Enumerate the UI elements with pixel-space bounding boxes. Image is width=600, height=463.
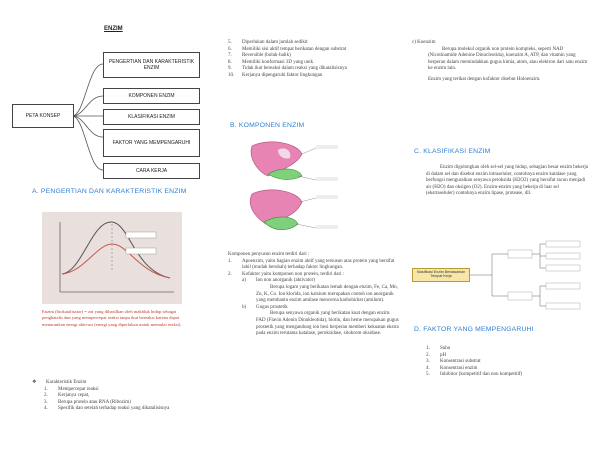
list-item: 4.Konsentrasi enzim — [426, 365, 478, 371]
list-item: 6.Memiliki sisi aktif tempat berikatan d… — [228, 46, 347, 52]
list-item: a)Ion non anorganik (aktivator) — [242, 278, 315, 284]
section-c-heading: C. KLASIFIKASI ENZIM — [414, 148, 491, 155]
list-item: 2.pH — [426, 352, 447, 358]
concept-node-pengertian: PENGERTIAN DAN KARAKTERISTIK ENZIM — [103, 52, 200, 78]
list-item: 4.Spesifik dan setelah terhadap reaksi y… — [44, 406, 170, 412]
concept-node-faktor: FAKTOR YANG MEMPENGARUHI — [103, 129, 200, 157]
energy-graph-image — [59, 221, 174, 293]
characteristics-block: ❖ Karakteristik Enzim 1.Mempercepat reak… — [32, 380, 197, 413]
concept-node-klasifikasi: KLASIFIKASI ENZIM — [103, 109, 200, 125]
energy-graph — [42, 212, 182, 304]
koenzim-label: c) Koenzim — [412, 40, 436, 45]
list-item: 5.Diperlukan dalam jumlah sedikit — [228, 40, 308, 45]
section-b-intro: Komponen penyusun enzim terdiri dari : — [228, 252, 310, 257]
list-item: 3.Berupa protein atau RNA (Ribozim) — [44, 399, 131, 405]
classification-diagram: Klasifikasi Enzim Berdasarkan Tempat Ker… — [412, 240, 592, 310]
classification-branches — [470, 240, 581, 310]
paragraph: Berupa logam yang berikatan lemah dengan… — [256, 284, 398, 304]
concept-node-cara-kerja: CARA KERJA — [103, 163, 200, 179]
document-title: ENZIM — [104, 26, 123, 32]
list-item: 7.Reversible (bolak-balik) — [228, 53, 291, 59]
concept-map-connectors — [71, 63, 104, 171]
concept-map-center: PETA KONSEP — [12, 104, 74, 128]
list-item: 10.Kerjanya dipengaruhi faktor lingkunga… — [228, 72, 323, 78]
section-b-body: Komponen penyusun enzim terdiri dari : 1… — [228, 252, 400, 338]
concept-node-komponen: KOMPONEN ENZIM — [103, 88, 200, 104]
list-item: 9.Tidak ikut bereaksi dalam reaksi yang … — [228, 66, 347, 72]
list-item: b)Gugus prostetik — [242, 304, 288, 310]
mid-top-list: 5.Diperlukan dalam jumlah sedikit 6.Memi… — [228, 40, 398, 80]
paragraph: Berupa senyawa organik yang berikatan ku… — [256, 311, 399, 337]
holoenzim-note: Enzim yang terikat dengan kofaktor diseb… — [428, 76, 541, 82]
factors-list: 1.Suhu 2.pH 3.Konsentrasi substrat 4.Kon… — [426, 346, 586, 379]
list-item: 8.Memiliki konformasi 3D yang unik — [228, 59, 314, 65]
list-item: 1.Mempercepat reaksi — [44, 386, 99, 392]
list-item: 2.Kofaktor yaitu komponen non protein, t… — [228, 271, 345, 277]
section-b-heading: B. KOMPONEN ENZIM — [230, 122, 305, 129]
enzyme-definition: Enzim (biokatalisator) = zat yang dihasi… — [42, 309, 182, 327]
section-c-text: Enzim digolongkan oleh sel-sel yang hidu… — [426, 165, 589, 197]
classification-root: Klasifikasi Enzim Berdasarkan Tempat Ker… — [412, 268, 470, 282]
list-item: 1.Apoenzim, yaitu bagian enzim aktif yan… — [228, 258, 395, 271]
enzyme-illustration — [249, 141, 338, 231]
list-item: 2.Kerjanya cepat, — [44, 393, 90, 399]
list-item: 1.Suhu — [426, 346, 451, 351]
section-d-heading: D. FAKTOR YANG MEMPENGARUHI — [414, 326, 534, 333]
list-item: 5.Inhibitor (kompetitif dan non kompetit… — [426, 372, 523, 378]
koenzim-block: c) Koenzim Berupa molekul organik non pr… — [412, 40, 588, 84]
list-item: 3.Konsentrasi substrat — [426, 359, 481, 365]
section-a-heading: A. PENGERTIAN DAN KARAKTERISTIK ENZIM — [32, 188, 187, 195]
characteristics-title: ❖ Karakteristik Enzim — [32, 380, 87, 385]
bullet-icon: ❖ — [32, 380, 37, 385]
paragraph: Berupa molekul organik non protein kompl… — [428, 46, 588, 72]
